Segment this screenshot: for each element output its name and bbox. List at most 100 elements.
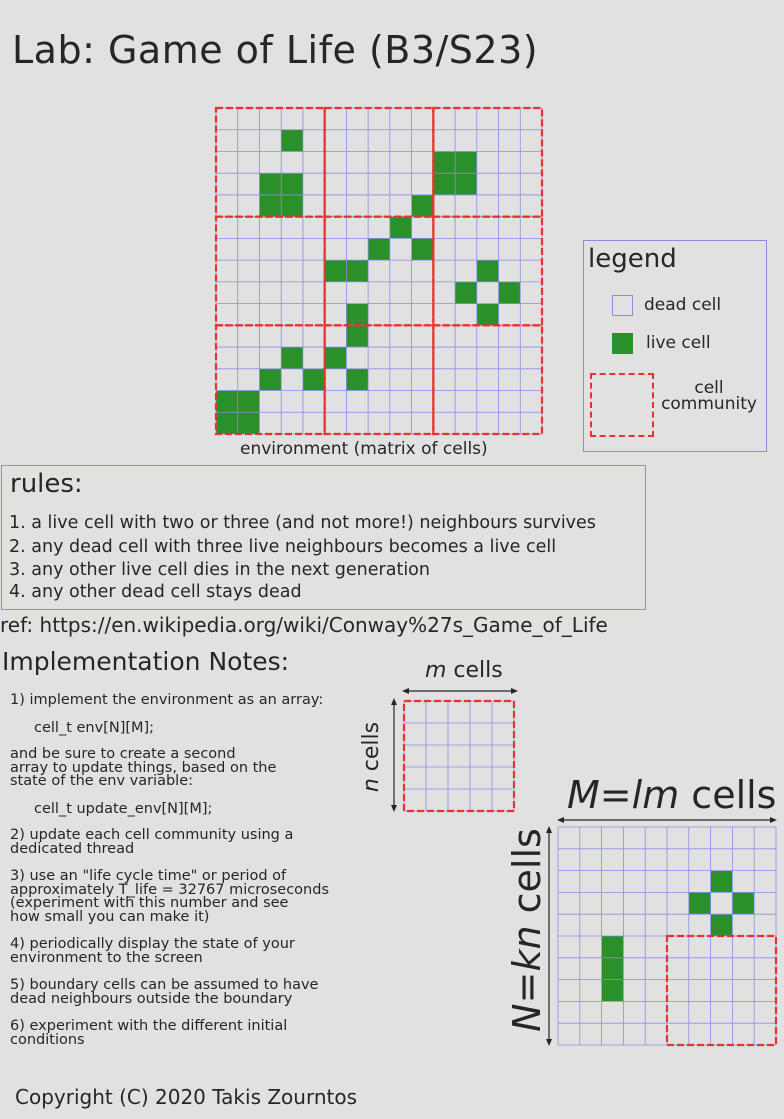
live-cell	[710, 870, 733, 893]
live-cell	[688, 892, 711, 915]
note-line: 2) update each cell community using a	[10, 827, 294, 843]
live-cell	[601, 936, 624, 958]
live-cell-label: live cell	[646, 333, 711, 353]
note-line: state of the env variable:	[10, 773, 194, 789]
grid-background	[404, 701, 514, 811]
live-cell	[237, 390, 260, 413]
reference-link[interactable]: ref: https://en.wikipedia.org/wiki/Conwa…	[0, 613, 608, 637]
live-cell	[346, 368, 369, 391]
cell-community-label-line1: cell	[694, 378, 724, 398]
m-text: cells	[446, 658, 503, 683]
note-line: array to update things, based on the	[10, 759, 277, 776]
note-line: dedicated thread	[10, 840, 135, 857]
live-cell-swatch	[612, 333, 633, 354]
live-cell	[346, 325, 369, 348]
live-cell	[411, 194, 434, 217]
live-cell	[455, 173, 477, 195]
live-cell	[281, 173, 303, 195]
implementation-title: Implementation Notes:	[2, 647, 290, 676]
note-line: and be sure to create a second	[10, 746, 236, 762]
live-cell	[368, 238, 390, 261]
note-line: environment to the screen	[10, 949, 203, 966]
cell-community	[432, 324, 544, 436]
live-cell	[476, 260, 499, 282]
live-cell	[216, 412, 238, 434]
live-cell	[281, 129, 303, 152]
note-6: 6) experiment with the different initial…	[10, 1018, 288, 1048]
copyright: Copyright (C) 2020 Takis Zourntos	[15, 1085, 358, 1109]
dead-cell-label: dead cell	[644, 295, 722, 315]
note-5: 5) boundary cells can be assumed to have…	[10, 977, 319, 1007]
legend-box	[583, 240, 767, 452]
m-cells-label: m cells	[425, 658, 503, 683]
M-dimension-arrow	[557, 817, 777, 823]
n-var: n	[359, 778, 384, 793]
cell-community-label-line2: community	[661, 394, 757, 414]
note-2: 2) update each cell community using a de…	[10, 827, 294, 857]
rules-box	[1, 465, 646, 610]
rule-item: 1. a live cell with two or three (and no…	[9, 513, 596, 533]
note-line: 6) experiment with the different initial	[10, 1018, 288, 1034]
M-cells-label: M=lm cells	[567, 773, 776, 817]
live-cell	[455, 151, 477, 174]
note-1b: and be sure to create a second array to …	[10, 746, 277, 789]
note-line: approximately T_life = 32767 microsecond…	[10, 881, 330, 898]
live-cell	[259, 368, 282, 391]
rule-item: 2. any dead cell with three live neighbo…	[9, 537, 557, 557]
rules-title: rules:	[10, 469, 83, 499]
N-var: kn	[505, 925, 549, 972]
m-dimension-arrow	[402, 688, 518, 694]
note-line: (experiment with this number and see	[10, 895, 289, 911]
live-cell	[324, 347, 347, 369]
n-cells-label: n cells	[359, 717, 389, 797]
N-suffix: cells	[505, 828, 549, 926]
live-cell	[498, 281, 521, 304]
environment-caption: environment (matrix of cells)	[240, 439, 488, 459]
live-cell	[281, 347, 303, 369]
cell-community	[665, 934, 778, 1047]
note-line: dead neighbours outside the boundary	[10, 990, 293, 1007]
cell-community-swatch	[590, 373, 654, 437]
live-cell	[710, 914, 733, 936]
code-update-env: cell_t update_env[N][M];	[34, 801, 213, 817]
page-title: Lab: Game of Life (B3/S23)	[12, 28, 539, 72]
live-cell	[411, 238, 434, 261]
big-environment-grid	[557, 826, 778, 1047]
live-cell	[259, 173, 282, 195]
m-var: m	[425, 658, 447, 683]
live-cell	[259, 194, 282, 217]
live-cell	[601, 957, 624, 980]
M-eq: M=	[567, 773, 632, 817]
note-4: 4) periodically display the state of you…	[10, 937, 295, 966]
note-1: 1) implement the environment as an array…	[10, 692, 324, 708]
live-cell	[601, 979, 624, 1002]
note-line: how small you can make it)	[10, 908, 210, 925]
n-text: cells	[359, 721, 384, 779]
note-line: conditions	[10, 1031, 85, 1048]
N-dimension-arrow	[546, 826, 552, 1046]
community-grid	[402, 699, 516, 813]
live-cell	[732, 892, 755, 915]
environment-grid	[214, 106, 544, 436]
live-cell	[455, 281, 477, 304]
cell-community	[402, 699, 516, 813]
note-line: 5) boundary cells can be assumed to have	[10, 977, 319, 993]
live-cell	[281, 194, 303, 217]
note-3: 3) use an "life cycle time" or period of…	[10, 868, 330, 925]
rule-item: 4. any other dead cell stays dead	[9, 582, 302, 602]
live-cell	[346, 303, 369, 326]
live-cell	[324, 260, 347, 282]
live-cell	[216, 390, 238, 413]
note-line: 3) use an "life cycle time" or period of	[10, 868, 287, 884]
live-cell	[237, 412, 260, 434]
live-cell	[346, 260, 369, 282]
code-env: cell_t env[N][M];	[34, 720, 155, 736]
N-eq: N=	[505, 971, 549, 1032]
live-cell	[476, 303, 499, 326]
live-cell	[433, 151, 456, 174]
rule-item: 3. any other live cell dies in the next …	[9, 560, 430, 580]
n-dimension-arrow	[391, 698, 397, 812]
live-cell	[389, 216, 412, 239]
M-suffix: cells	[679, 773, 777, 817]
dead-cell-swatch	[612, 295, 633, 316]
